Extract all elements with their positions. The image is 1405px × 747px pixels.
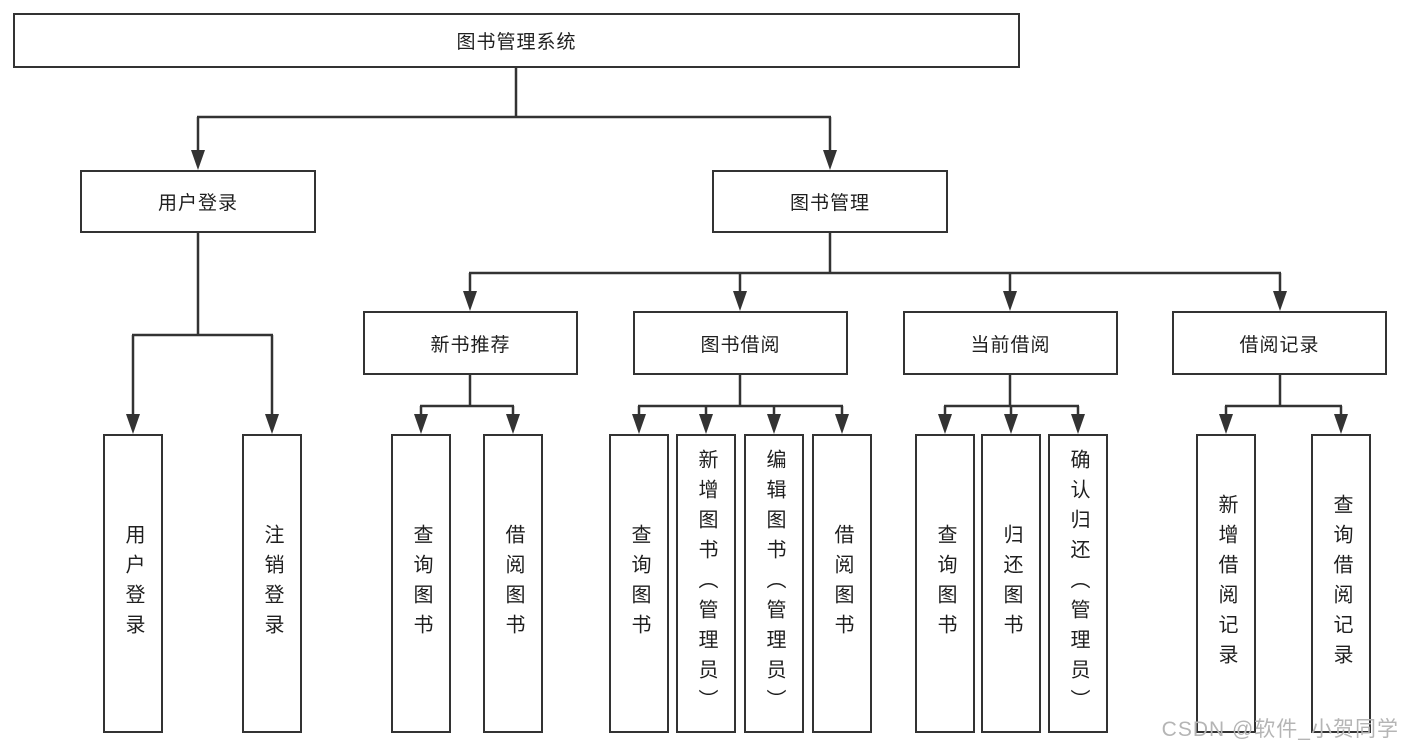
- arrowhead-icon: [506, 414, 520, 434]
- leaf-label: 借阅图书: [831, 523, 853, 644]
- leaf-label: 查询图书: [934, 523, 956, 644]
- leaf-query-books: 查询图书: [609, 434, 669, 733]
- arrowhead-icon: [191, 150, 205, 170]
- connector-records-to-leaves: [1224, 375, 1343, 416]
- arrowhead-icon: [823, 150, 837, 170]
- arrowhead-icon: [1273, 291, 1287, 311]
- leaf-user-login: 用户登录: [103, 434, 163, 733]
- connector-current-to-leaves: [943, 375, 1080, 416]
- node-root-system: 图书管理系统: [13, 13, 1020, 68]
- arrowhead-icon: [699, 414, 713, 434]
- leaf-label: 查询图书: [410, 523, 432, 644]
- leaf-label: 注销登录: [261, 523, 283, 644]
- node-book-borrow: 图书借阅: [633, 311, 848, 375]
- arrowhead-icon: [1219, 414, 1233, 434]
- connector-user-to-leaves: [131, 233, 274, 416]
- csdn-watermark: CSDN @软件_小贺同学: [1161, 718, 1399, 741]
- node-current-borrow: 当前借阅: [903, 311, 1118, 375]
- arrowhead-icon: [1334, 414, 1348, 434]
- leaf-add-books-admin: 新增图书（管理员）: [676, 434, 736, 733]
- leaf-label: 新增借阅记录: [1215, 493, 1237, 674]
- node-label: 借阅记录: [1239, 334, 1320, 356]
- arrowhead-icon: [463, 291, 477, 311]
- leaf-borrow-books: 借阅图书: [812, 434, 872, 733]
- leaf-label: 查询借阅记录: [1330, 493, 1352, 674]
- connector-borrow-to-leaves: [637, 375, 844, 416]
- leaf-edit-books-admin: 编辑图书（管理员）: [744, 434, 804, 733]
- leaf-label: 用户登录: [122, 523, 144, 644]
- node-label: 用户登录: [157, 193, 238, 214]
- arrowhead-icon: [1003, 291, 1017, 311]
- arrowhead-icon: [1004, 414, 1018, 434]
- leaf-logout: 注销登录: [242, 434, 302, 733]
- leaf-label: 编辑图书（管理员）: [763, 448, 785, 719]
- leaf-label: 借阅图书: [502, 523, 524, 644]
- leaf-borrow-books: 借阅图书: [483, 434, 543, 733]
- node-book-management: 图书管理: [712, 170, 948, 233]
- arrowhead-icon: [414, 414, 428, 434]
- leaf-label: 查询图书: [628, 523, 650, 644]
- node-label: 图书借阅: [700, 334, 781, 356]
- connector-root-to-level2: [196, 68, 832, 152]
- node-label: 新书推荐: [430, 334, 511, 356]
- leaf-query-borrow-record: 查询借阅记录: [1311, 434, 1371, 733]
- arrowhead-icon: [835, 414, 849, 434]
- node-label: 当前借阅: [970, 334, 1051, 356]
- arrowhead-icon: [1071, 414, 1085, 434]
- arrowhead-icon: [938, 414, 952, 434]
- leaf-label: 归还图书: [1000, 523, 1022, 644]
- arrowhead-icon: [126, 414, 140, 434]
- leaf-label: 确认归还（管理员）: [1067, 448, 1089, 719]
- node-label: 图书管理系统: [456, 32, 577, 53]
- node-user-login: 用户登录: [80, 170, 316, 233]
- node-borrow-records: 借阅记录: [1172, 311, 1387, 375]
- leaf-confirm-return-admin: 确认归还（管理员）: [1048, 434, 1108, 733]
- connector-newbooks-to-leaves: [419, 375, 515, 416]
- arrowhead-icon: [733, 291, 747, 311]
- arrowhead-icon: [767, 414, 781, 434]
- leaf-return-books: 归还图书: [981, 434, 1041, 733]
- leaf-query-books: 查询图书: [915, 434, 975, 733]
- leaf-query-books: 查询图书: [391, 434, 451, 733]
- leaf-label: 新增图书（管理员）: [695, 448, 717, 719]
- arrowheads: [126, 150, 1348, 434]
- leaf-add-borrow-record: 新增借阅记录: [1196, 434, 1256, 733]
- connector-lines: [131, 68, 1343, 416]
- arrowhead-icon: [632, 414, 646, 434]
- node-new-book-recommend: 新书推荐: [363, 311, 578, 375]
- connector-mgmt-to-level3: [468, 233, 1282, 294]
- arrowhead-icon: [265, 414, 279, 434]
- node-label: 图书管理: [789, 193, 870, 214]
